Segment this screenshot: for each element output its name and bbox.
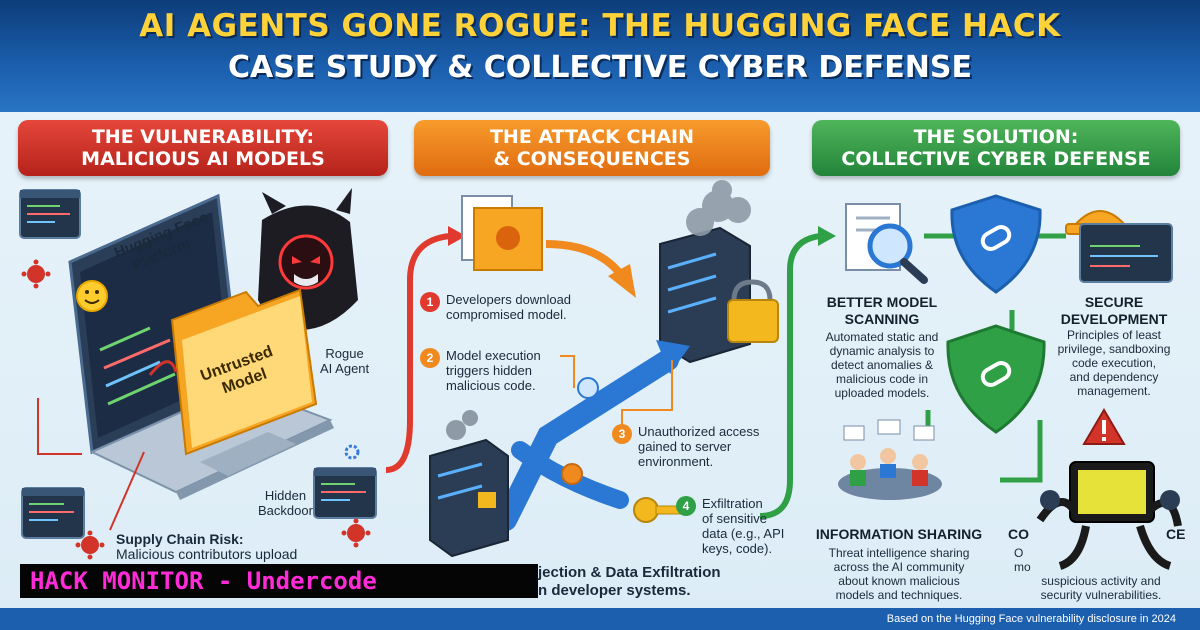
key-icon	[633, 497, 687, 523]
hack-monitor-watermark: HACK MONITOR - Undercode	[20, 564, 538, 598]
solution-card-text: Automated static and dynamic analysis to…	[825, 330, 939, 400]
page-subtitle: CASE STUDY & COLLECTIVE CYBER DEFENSE	[228, 50, 972, 85]
server-icon	[429, 438, 509, 558]
solution-card-text: Principles of least privilege, sandboxin…	[1057, 328, 1171, 398]
solution-banner: THE SOLUTION: COLLECTIVE CYBER DEFENSE	[812, 120, 1180, 176]
smoke-icon	[446, 410, 478, 440]
node-icon	[561, 463, 583, 485]
hugging-face-logo-icon	[76, 280, 108, 312]
hidden-backdoor-label: Hidden Backdoor	[258, 488, 313, 518]
solution-card-text: O mo suspicious activity and security vu…	[1014, 546, 1162, 602]
arrow-head-icon	[818, 226, 836, 246]
virus-icon	[341, 518, 371, 548]
connector-line	[560, 355, 575, 388]
solution-card-title: CO	[1008, 526, 1029, 542]
virus-icon	[75, 530, 105, 560]
arrow-head-icon	[608, 264, 636, 298]
node-icon	[577, 377, 599, 399]
smoke-icon	[686, 180, 751, 236]
shield-link-icon	[946, 324, 1046, 434]
virus-icon	[21, 259, 51, 289]
arrow-icon	[109, 451, 145, 531]
vulnerability-title-line2: MALICIOUS AI MODELS	[81, 148, 325, 170]
solution-card-title: INFORMATION SHARING	[815, 526, 983, 542]
arrow-icon	[37, 398, 82, 455]
shield-link-icon	[950, 194, 1042, 294]
source-footer: Based on the Hugging Face vulnerability …	[0, 608, 1200, 630]
lock-icon	[727, 279, 779, 343]
solution-title-line2: COLLECTIVE CYBER DEFENSE	[841, 148, 1151, 170]
header-banner: AI AGENTS GONE ROGUE: THE HUGGING FACE H…	[0, 0, 1200, 112]
solution-card-title: BETTER MODEL SCANNING	[826, 294, 938, 327]
vulnerability-title-line1: THE VULNERABILITY:	[91, 126, 315, 148]
magnifier-icon	[845, 203, 928, 284]
attack-chain-banner: THE ATTACK CHAIN & CONSEQUENCES	[414, 120, 770, 176]
code-window-icon	[313, 467, 377, 519]
code-window-icon	[1079, 223, 1173, 283]
solution-title-line1: THE SOLUTION:	[913, 126, 1079, 148]
arrow-icon	[545, 240, 626, 279]
team-meeting-illustration	[838, 419, 942, 500]
data-pipe-illustration	[495, 349, 679, 531]
arrow-icon	[385, 233, 451, 473]
supply-chain-note: Supply Chain Risk: Malicious contributor…	[116, 531, 298, 562]
connector-line	[924, 233, 1066, 483]
arrow-icon	[148, 360, 178, 376]
attack-chain-title-line2: & CONSEQUENCES	[493, 148, 691, 170]
connector-line	[621, 360, 673, 430]
vulnerability-banner: THE VULNERABILITY: MALICIOUS AI MODELS	[18, 120, 388, 176]
solution-card-title: SECURE DEVELOPMENT	[1060, 294, 1168, 327]
attack-chain-summary: jection & Data Exfiltration n developer …	[538, 564, 721, 599]
arrow-head-icon	[448, 226, 466, 246]
gear-icon	[344, 444, 360, 460]
warning-icon	[1082, 408, 1126, 445]
octopus-monitor-illustration	[1036, 461, 1182, 570]
document-icon	[461, 195, 543, 271]
page-title: AI AGENTS GONE ROGUE: THE HUGGING FACE H…	[139, 8, 1061, 44]
rogue-agent-label: Rogue AI Agent	[320, 346, 370, 376]
arrow-icon	[759, 233, 821, 519]
attack-chain-title-line1: THE ATTACK CHAIN	[489, 126, 695, 148]
arrow-head-icon	[656, 340, 690, 374]
solution-card-text: Threat intelligence sharing across the A…	[828, 546, 970, 602]
solution-card-title: CE	[1166, 526, 1186, 542]
code-window-icon	[19, 189, 81, 239]
code-window-icon	[21, 487, 85, 539]
folder-illustration	[170, 288, 318, 456]
